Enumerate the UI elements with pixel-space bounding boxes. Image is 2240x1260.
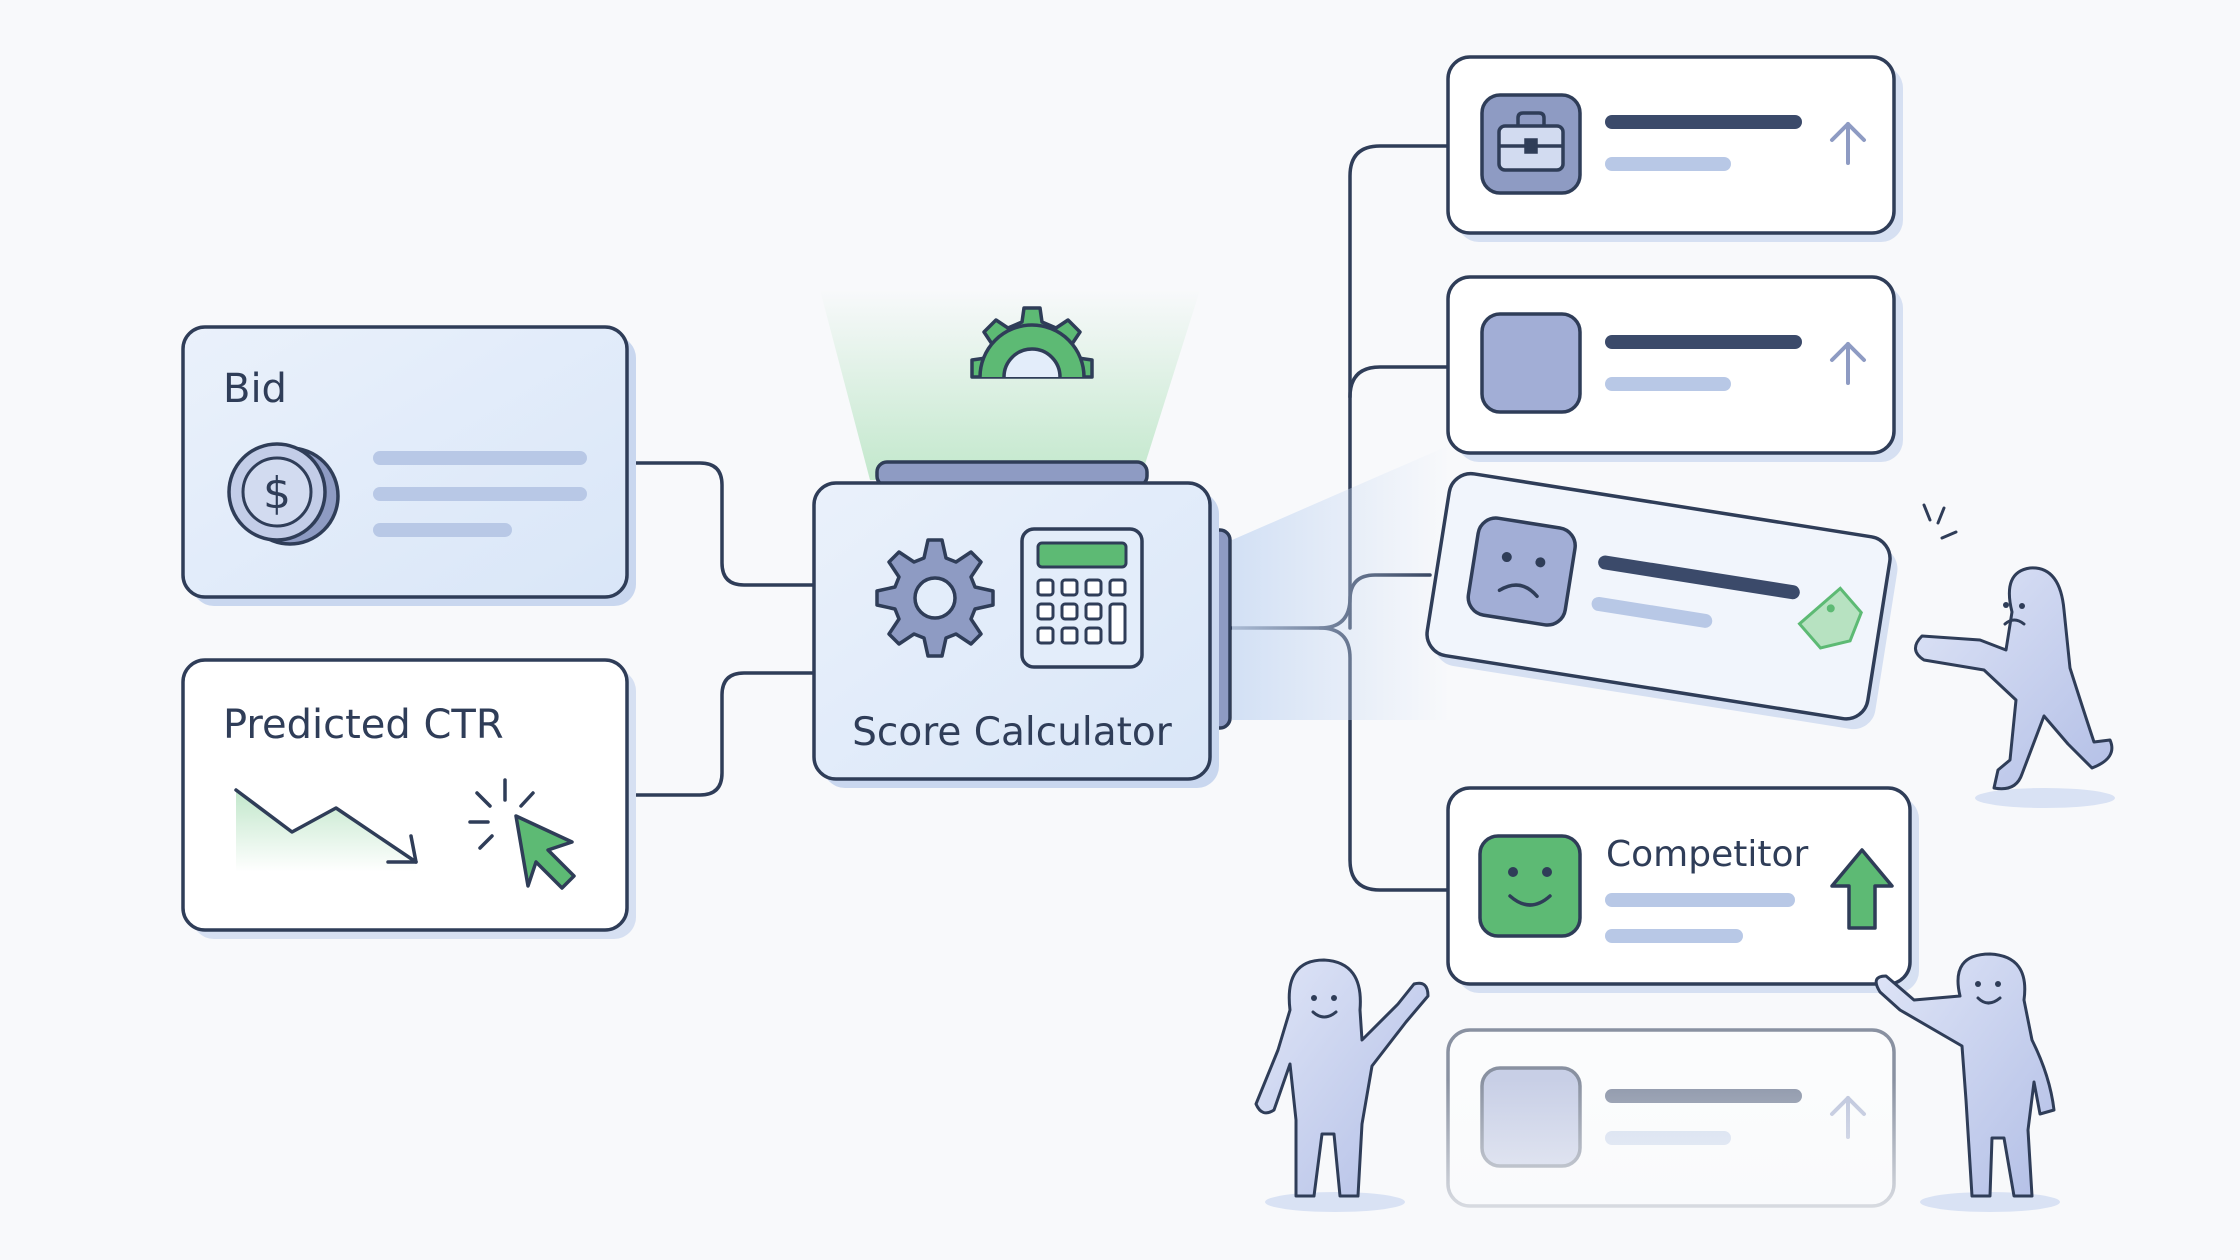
blank-square-icon bbox=[1480, 312, 1582, 414]
dollar-coin-icon: $ bbox=[227, 442, 340, 546]
ranking-card-2 bbox=[1446, 275, 1903, 462]
bid-card: Bid $ bbox=[181, 325, 636, 606]
pointing-figure bbox=[1874, 952, 2060, 1212]
calculator-icon bbox=[1020, 527, 1144, 669]
ranking-card-1 bbox=[1446, 55, 1903, 242]
score-calculator-label: Score Calculator bbox=[852, 710, 1173, 755]
waving-figure bbox=[1254, 958, 1430, 1212]
up-arrow-icon bbox=[1830, 122, 1866, 165]
connector-bid-to-calculator bbox=[626, 461, 818, 587]
up-arrow-icon bbox=[1830, 848, 1894, 930]
click-cursor-icon bbox=[468, 778, 576, 890]
blue-light-beam bbox=[1232, 445, 1450, 720]
svg-text:$: $ bbox=[263, 468, 291, 519]
pushing-figure bbox=[1914, 503, 2115, 808]
bid-title: Bid bbox=[223, 366, 287, 412]
bid-placeholder-lines bbox=[373, 451, 587, 537]
competitor-title: Competitor bbox=[1606, 834, 1808, 875]
ranking-card-3-demoted bbox=[1425, 471, 1898, 730]
connector-ctr-to-calculator bbox=[626, 671, 818, 797]
up-arrow-icon bbox=[1830, 342, 1866, 385]
briefcase-icon bbox=[1497, 111, 1565, 172]
green-light-beam bbox=[820, 290, 1200, 480]
connector-branch-2 bbox=[1348, 365, 1450, 399]
gear-icon bbox=[875, 538, 995, 658]
trend-down-arrow-icon bbox=[234, 788, 418, 872]
price-tag-icon bbox=[1797, 586, 1863, 650]
predicted-ctr-title: Predicted CTR bbox=[223, 702, 504, 748]
sparkle-lines bbox=[1922, 503, 1958, 540]
ranking-card-4-competitor: Competitor bbox=[1446, 786, 1919, 993]
score-calculator: Score Calculator bbox=[812, 306, 1232, 788]
bottom-fade bbox=[1420, 1080, 1940, 1260]
predicted-ctr-card: Predicted CTR bbox=[181, 658, 636, 939]
sad-face-icon bbox=[1466, 516, 1577, 627]
smile-face-icon bbox=[1478, 834, 1582, 938]
